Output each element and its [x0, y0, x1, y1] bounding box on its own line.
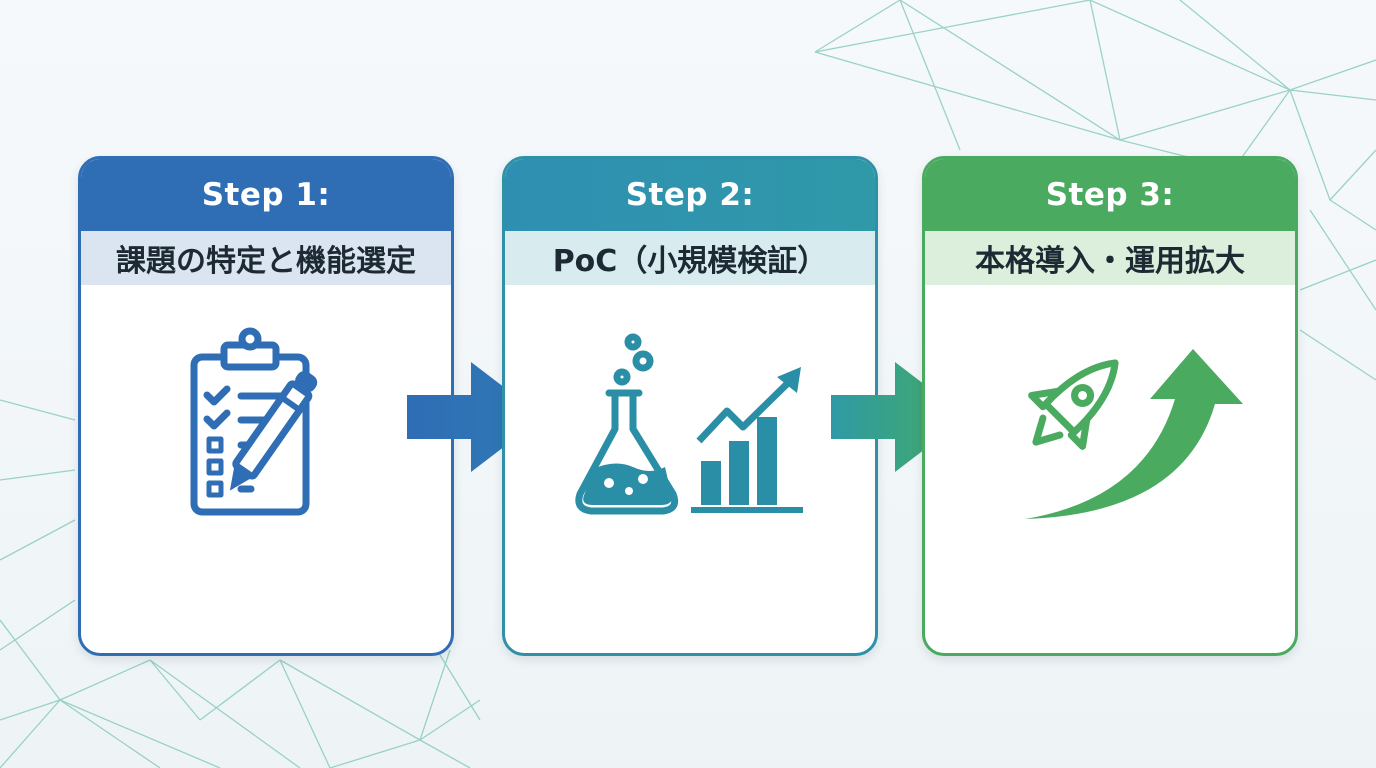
step-3-header: Step 3: — [925, 159, 1295, 231]
step-1-header: Step 1: — [81, 159, 451, 231]
step-2-title: Step 2: — [625, 177, 755, 213]
arrow-right-icon — [831, 362, 967, 472]
step-3-card: Step 3: 本格導入・運用拡大 — [922, 156, 1298, 656]
step-1-subtitle: 課題の特定と機能選定 — [81, 231, 451, 285]
clipboard-checklist-pen-icon — [81, 309, 451, 539]
step-2-header: Step 2: — [505, 159, 875, 231]
arrow-right-icon — [407, 362, 543, 472]
step-2-subtitle: PoC（小規模検証） — [505, 231, 875, 285]
step-1-card: Step 1: 課題の特定と機能選定 — [78, 156, 454, 656]
step-1-title: Step 1: — [201, 177, 331, 213]
rocket-up-arrow-icon — [925, 309, 1295, 539]
step-2-card: Step 2: PoC（小規模検証） — [502, 156, 878, 656]
step-3-title: Step 3: — [1045, 177, 1175, 213]
flask-growth-chart-icon — [505, 309, 875, 539]
step-3-subtitle: 本格導入・運用拡大 — [925, 231, 1295, 285]
